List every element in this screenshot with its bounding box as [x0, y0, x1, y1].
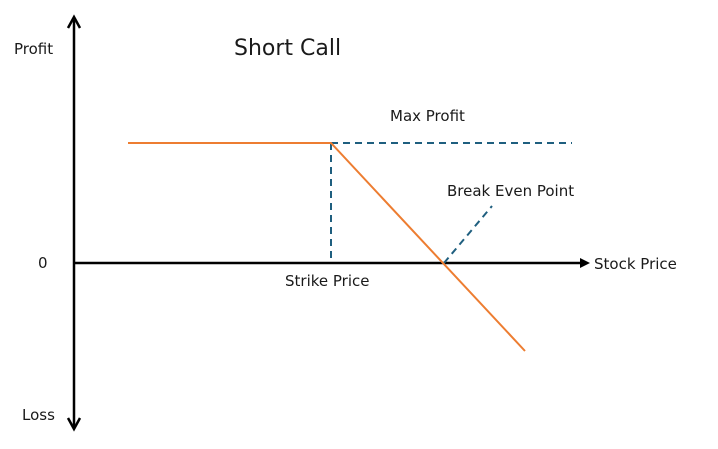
strike-price-label: Strike Price	[285, 272, 370, 290]
x-axis-label: Stock Price	[594, 255, 677, 273]
y-axis-up-arrow-icon	[66, 14, 82, 29]
y-axis-profit-label: Profit	[14, 40, 54, 58]
max-profit-label: Max Profit	[390, 107, 465, 125]
break-even-dashed-pointer	[443, 205, 493, 264]
break-even-label: Break Even Point	[447, 182, 575, 200]
origin-zero-label: 0	[38, 254, 48, 272]
chart-title: Short Call	[234, 36, 342, 61]
short-call-payoff-line	[128, 142, 526, 352]
x-axis-arrow-icon	[580, 258, 590, 268]
y-axis-down-arrow-icon	[66, 417, 82, 432]
y-axis-loss-label: Loss	[22, 406, 55, 424]
